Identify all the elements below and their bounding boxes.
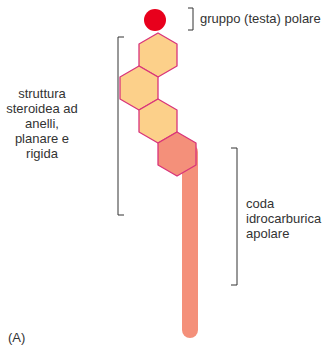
part-label: struttura steroidea ad anelli, planare e…	[6, 86, 78, 161]
polar-head	[144, 9, 166, 31]
steroid-rings	[120, 33, 196, 176]
part-label: gruppo (testa) polare	[200, 11, 321, 26]
panel-letter: (A)	[8, 330, 25, 345]
part-label: coda idrocarburica apolare	[246, 196, 330, 241]
hydrocarbon-tail	[182, 152, 198, 330]
brackets	[118, 8, 237, 285]
